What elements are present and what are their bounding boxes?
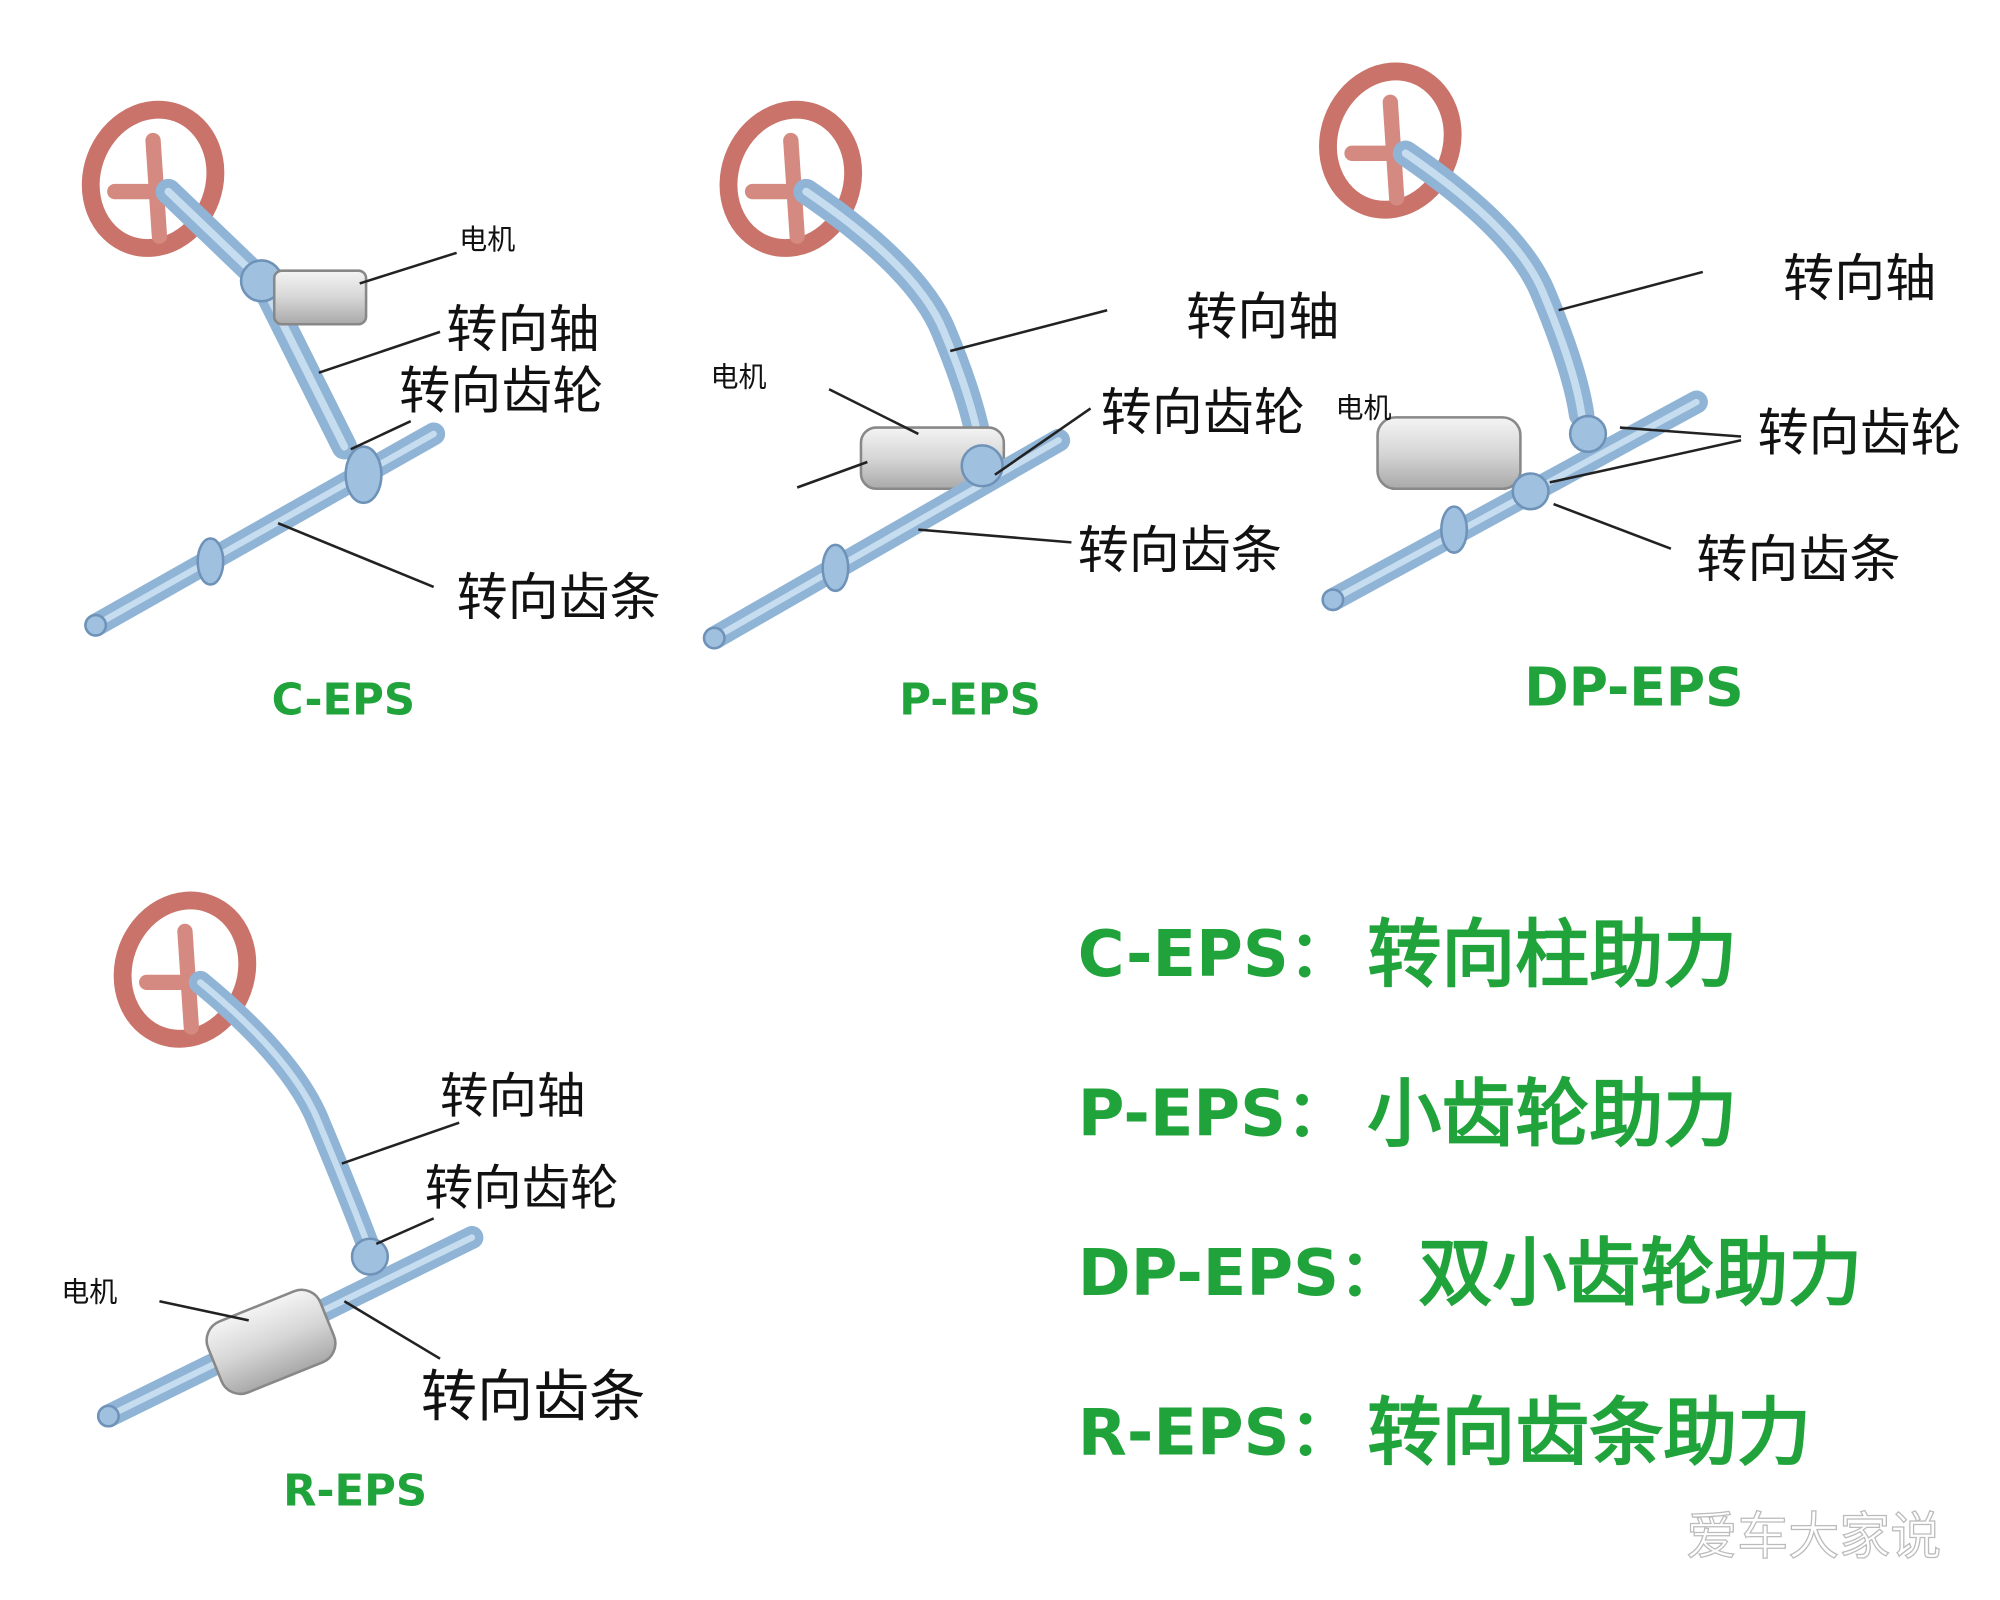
legend-type: DP-EPS： — [1078, 1237, 1403, 1311]
leader-line — [796, 460, 868, 489]
steering-column — [1392, 140, 1595, 428]
steering-rack — [702, 428, 1071, 650]
motor-label: 电机 — [710, 361, 766, 394]
c-eps-diagram: 电机 转向轴 转向齿轮 转向齿条 C-EPS — [81, 100, 661, 726]
leader-line — [159, 1300, 249, 1322]
r-eps-diagram: 电机 转向轴 转向齿轮 转向齿条 R-EPS — [61, 891, 645, 1516]
diagram-title: DP-EPS — [1524, 656, 1743, 719]
diagram-title: P-EPS — [899, 676, 1041, 726]
leader-line — [359, 251, 458, 285]
leader-line — [277, 522, 435, 589]
motor — [272, 269, 368, 326]
leader-line — [350, 420, 412, 451]
legend-type: R-EPS： — [1078, 1396, 1354, 1470]
steering-rack — [1321, 390, 1708, 612]
leader-line — [1553, 502, 1672, 550]
motor — [205, 1288, 337, 1396]
rack-label: 转向齿条 — [421, 1365, 645, 1430]
steering-column — [155, 178, 358, 460]
leader-line — [1558, 270, 1704, 312]
steering-wheel-icon — [719, 100, 863, 257]
leader-line — [918, 528, 1072, 544]
pinion-label: 转向齿轮 — [1758, 405, 1962, 464]
p-eps-diagram: 电机 转向轴 转向齿轮 转向齿条 P-EPS — [702, 100, 1339, 726]
leader-line — [343, 1300, 441, 1360]
leader-line — [1549, 439, 1742, 484]
motor — [1376, 416, 1522, 491]
legend-desc: 转向齿条助力 — [1367, 1390, 1811, 1476]
pinion-label: 转向齿轮 — [1101, 384, 1305, 443]
legend-desc: 转向柱助力 — [1367, 912, 1737, 998]
legend-type: P-EPS： — [1078, 1077, 1350, 1151]
pinion-label: 转向齿轮 — [399, 362, 603, 421]
legend-desc: 双小齿轮助力 — [1418, 1231, 1862, 1317]
leader-line — [1619, 426, 1742, 438]
diagram-title: R-EPS — [283, 1466, 427, 1516]
legend-desc: 小齿轮助力 — [1367, 1071, 1737, 1157]
steering-wheel-icon — [1319, 62, 1462, 219]
watermark: 爱车大家说 — [1686, 1508, 1941, 1567]
rack-label: 转向齿条 — [1078, 522, 1282, 581]
shaft-label: 转向轴 — [446, 301, 599, 360]
shaft-label: 转向轴 — [440, 1069, 585, 1125]
leader-line — [341, 1121, 460, 1165]
steering-rack — [84, 422, 446, 637]
pinion-label: 转向齿轮 — [425, 1160, 619, 1216]
motor-label: 电机 — [459, 223, 515, 256]
rack-label: 转向齿条 — [1696, 531, 1900, 590]
shaft-label: 转向轴 — [1186, 288, 1339, 347]
leader-line — [949, 308, 1108, 353]
leader-line — [828, 388, 919, 436]
leader-line — [375, 1217, 435, 1246]
legend-type: C-EPS： — [1078, 918, 1353, 992]
legend: C-EPS： 转向柱助力 P-EPS： 小齿轮助力 DP-EPS： 双小齿轮助力… — [1078, 912, 1862, 1476]
leader-line — [994, 407, 1092, 476]
dp-eps-diagram: 电机 转向轴 转向齿轮 转向齿条 DP-EPS — [1319, 62, 1962, 719]
motor-label: 电机 — [61, 1275, 117, 1308]
steering-wheel-icon — [113, 891, 257, 1048]
shaft-label: 转向轴 — [1783, 250, 1936, 309]
steering-column — [793, 178, 995, 473]
leader-line — [318, 330, 441, 374]
rack-label: 转向齿条 — [457, 569, 661, 628]
diagram-title: C-EPS — [272, 676, 415, 726]
motor-label: 电机 — [1335, 391, 1391, 424]
steering-column — [188, 970, 382, 1262]
